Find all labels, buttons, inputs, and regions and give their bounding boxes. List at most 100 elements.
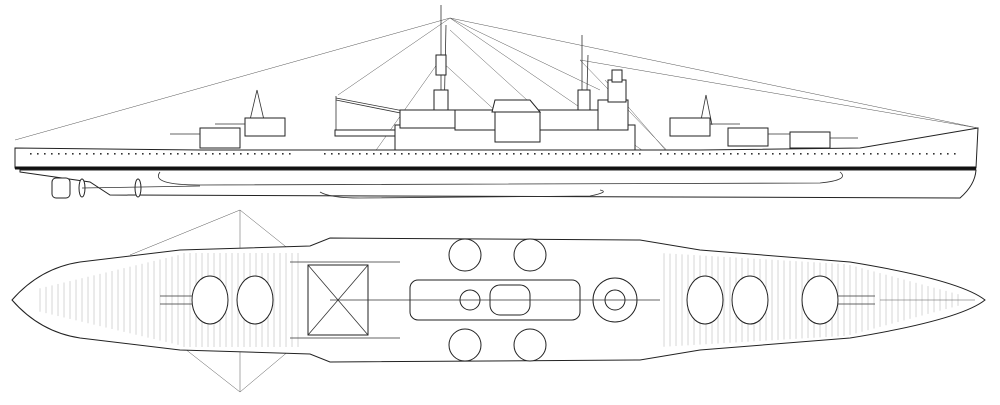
superstructure (334, 69, 636, 151)
porthole (758, 153, 760, 155)
porthole (926, 153, 928, 155)
porthole (345, 153, 347, 155)
porthole (828, 153, 830, 155)
porthole (583, 153, 585, 155)
porthole (282, 153, 284, 155)
porthole (604, 153, 606, 155)
porthole (93, 153, 95, 155)
porthole (450, 153, 452, 155)
porthole (905, 153, 907, 155)
porthole (156, 153, 158, 155)
porthole (408, 153, 410, 155)
porthole (618, 153, 620, 155)
porthole (681, 153, 683, 155)
porthole (520, 153, 522, 155)
main-mast (433, 5, 449, 121)
porthole (765, 153, 767, 155)
porthole (667, 153, 669, 155)
bulge (158, 171, 843, 186)
porthole (527, 153, 529, 155)
porthole (149, 153, 151, 155)
porthole (429, 153, 431, 155)
porthole (898, 153, 900, 155)
porthole (716, 153, 718, 155)
porthole (555, 153, 557, 155)
porthole (506, 153, 508, 155)
porthole (100, 153, 102, 155)
porthole (912, 153, 914, 155)
porthole (464, 153, 466, 155)
porthole (177, 153, 179, 155)
porthole (352, 153, 354, 155)
porthole (401, 153, 403, 155)
porthole (471, 153, 473, 155)
porthole (814, 153, 816, 155)
porthole (380, 153, 382, 155)
porthole (492, 153, 494, 155)
porthole (338, 153, 340, 155)
porthole (79, 153, 81, 155)
funnel-casing (494, 111, 541, 143)
porthole (142, 153, 144, 155)
porthole (387, 153, 389, 155)
porthole (632, 153, 634, 155)
porthole (289, 153, 291, 155)
porthole (919, 153, 921, 155)
porthole (58, 153, 60, 155)
porthole (674, 153, 676, 155)
porthole (688, 153, 690, 155)
porthole (821, 153, 823, 155)
side-profile-view (14, 5, 979, 199)
catapult (334, 129, 396, 137)
boats (448, 238, 547, 362)
porthole (478, 153, 480, 155)
porthole (534, 153, 536, 155)
porthole (51, 153, 53, 155)
porthole (744, 153, 746, 155)
porthole (422, 153, 424, 155)
porthole (261, 153, 263, 155)
porthole (366, 153, 368, 155)
porthole (807, 153, 809, 155)
bridge-tower (597, 99, 629, 131)
porthole (247, 153, 249, 155)
propellers-rudder (51, 177, 201, 199)
porthole (443, 153, 445, 155)
porthole (590, 153, 592, 155)
porthole (254, 153, 256, 155)
porthole (541, 153, 543, 155)
porthole (800, 153, 802, 155)
porthole (695, 153, 697, 155)
porthole (121, 153, 123, 155)
porthole (639, 153, 641, 155)
porthole (772, 153, 774, 155)
porthole (751, 153, 753, 155)
porthole (947, 153, 949, 155)
porthole (275, 153, 277, 155)
porthole (870, 153, 872, 155)
porthole (793, 153, 795, 155)
porthole (359, 153, 361, 155)
porthole (849, 153, 851, 155)
porthole (891, 153, 893, 155)
porthole (240, 153, 242, 155)
porthole (65, 153, 67, 155)
porthole (611, 153, 613, 155)
porthole (723, 153, 725, 155)
porthole (856, 153, 858, 155)
porthole (940, 153, 942, 155)
porthole (331, 153, 333, 155)
porthole (233, 153, 235, 155)
porthole (191, 153, 193, 155)
porthole (226, 153, 228, 155)
gun-turrets (170, 117, 858, 149)
porthole (268, 153, 270, 155)
plan-view (11, 209, 986, 393)
porthole (597, 153, 599, 155)
porthole (513, 153, 515, 155)
rigging-lines (14, 17, 979, 191)
porthole (37, 153, 39, 155)
porthole (863, 153, 865, 155)
porthole (170, 153, 172, 155)
